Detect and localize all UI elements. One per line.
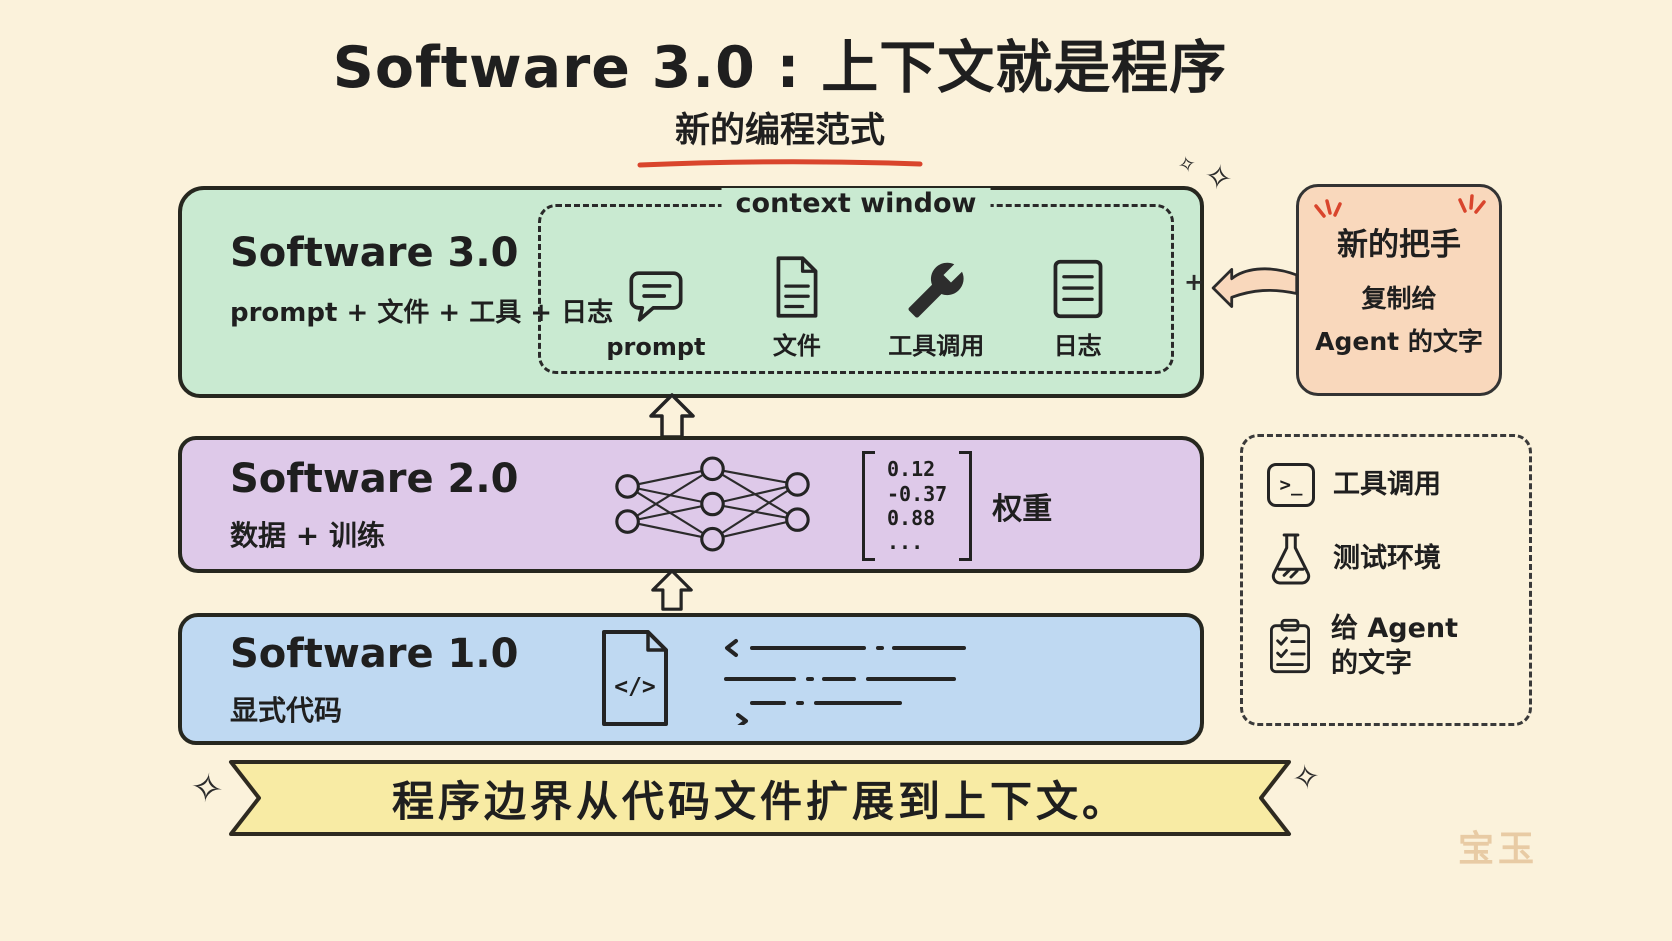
neural-network-icon: [615, 456, 810, 552]
context-window-label: context window: [721, 188, 991, 219]
up-arrow-icon: [649, 393, 695, 439]
legend-box: >_ 工具调用 测试环境: [1240, 434, 1532, 726]
emphasis-rays-icon: [1458, 194, 1486, 214]
banner-text: 程序边界从代码文件扩展到上下文。: [391, 776, 1128, 826]
weights-matrix: 0.12 -0.37 0.88 ... 权重: [862, 451, 1052, 561]
terminal-glyph: >_: [1279, 474, 1303, 496]
software-2-formula: 数据 + 训练: [230, 519, 385, 552]
context-item-file: 文件: [771, 254, 823, 361]
star-sparkle-icon: ✧: [186, 763, 227, 815]
software-3-title: Software 3.0: [230, 230, 519, 276]
software-2-title: Software 2.0: [230, 456, 519, 502]
ribbon-shape: [229, 760, 1291, 836]
flask-icon: [1271, 533, 1311, 585]
watermark: 宝玉: [1458, 829, 1539, 870]
context-item-label: 文件: [772, 332, 821, 360]
star-sparkle-icon: ✧: [1200, 155, 1236, 201]
weights-label: 权重: [992, 492, 1053, 527]
software-1-layer: Software 1.0 显式代码 </>: [178, 613, 1204, 745]
prompt-bubble-icon: [629, 271, 683, 322]
code-lines-icon: [724, 639, 966, 725]
callout-title: 新的把手: [1337, 227, 1461, 263]
terminal-icon: >_: [1267, 463, 1315, 507]
matrix-bracket-left: [862, 451, 875, 561]
weight-value: -0.37: [887, 481, 948, 506]
star-sparkle-icon: ✧: [1289, 756, 1324, 800]
code-glyph: </>: [614, 674, 656, 700]
legend-item-agent-text: 给 Agent 的文字: [1267, 611, 1505, 681]
software-3-formula: prompt + 文件 + 工具 + 日志: [230, 298, 614, 328]
context-item-log: 日志: [1050, 258, 1106, 361]
weight-value: ...: [887, 530, 924, 555]
legend-label: 测试环境: [1333, 543, 1441, 575]
software-2-layer: Software 2.0 数据 + 训练 0.12 -0.37 0.88: [178, 436, 1204, 573]
callout-arrow-icon: [1211, 267, 1299, 308]
legend-label: 工具调用: [1333, 469, 1441, 501]
software-3-layer: Software 3.0 prompt + 文件 + 工具 + 日志 conte…: [178, 186, 1204, 398]
log-icon: [1053, 259, 1103, 319]
legend-label: 给 Agent 的文字: [1331, 613, 1459, 680]
weight-value: 0.88: [887, 506, 936, 530]
emphasis-rays-icon: [1314, 199, 1342, 218]
context-window-box: context window prompt 文件: [538, 188, 1174, 374]
matrix-bracket-right: [959, 451, 973, 561]
software-1-formula: 显式代码: [230, 694, 343, 727]
page-subtitle: 新的编程范式: [674, 111, 885, 151]
page-title: Software 3.0 : 上下文就是程序: [332, 35, 1228, 101]
software-1-title: Software 1.0: [230, 631, 519, 677]
plus-sparkle-icon: +: [1184, 268, 1205, 296]
legend-item-test-env: 测试环境: [1267, 531, 1505, 587]
wrench-icon: [908, 262, 964, 318]
context-item-label: 日志: [1053, 332, 1102, 360]
callout-body: 复制给 Agent 的文字: [1315, 284, 1483, 356]
new-handle-callout: 新的把手 复制给 Agent 的文字: [1296, 184, 1502, 396]
code-file-icon: </>: [598, 628, 672, 728]
banner-ribbon: 程序边界从代码文件扩展到上下文。: [225, 752, 1295, 844]
up-arrow-icon: [651, 569, 693, 611]
weight-value: 0.12: [887, 457, 936, 482]
page-subtitle-wrap: 新的编程范式: [0, 102, 1560, 168]
context-item-label: prompt: [606, 333, 706, 361]
clipboard-icon: [1270, 619, 1310, 674]
context-item-prompt: prompt: [606, 265, 706, 361]
red-underline: [636, 154, 924, 168]
context-item-label: 工具调用: [888, 332, 985, 360]
context-item-tools: 工具调用: [888, 260, 984, 361]
legend-item-tools: >_ 工具调用: [1267, 463, 1505, 507]
document-icon: [776, 256, 818, 318]
